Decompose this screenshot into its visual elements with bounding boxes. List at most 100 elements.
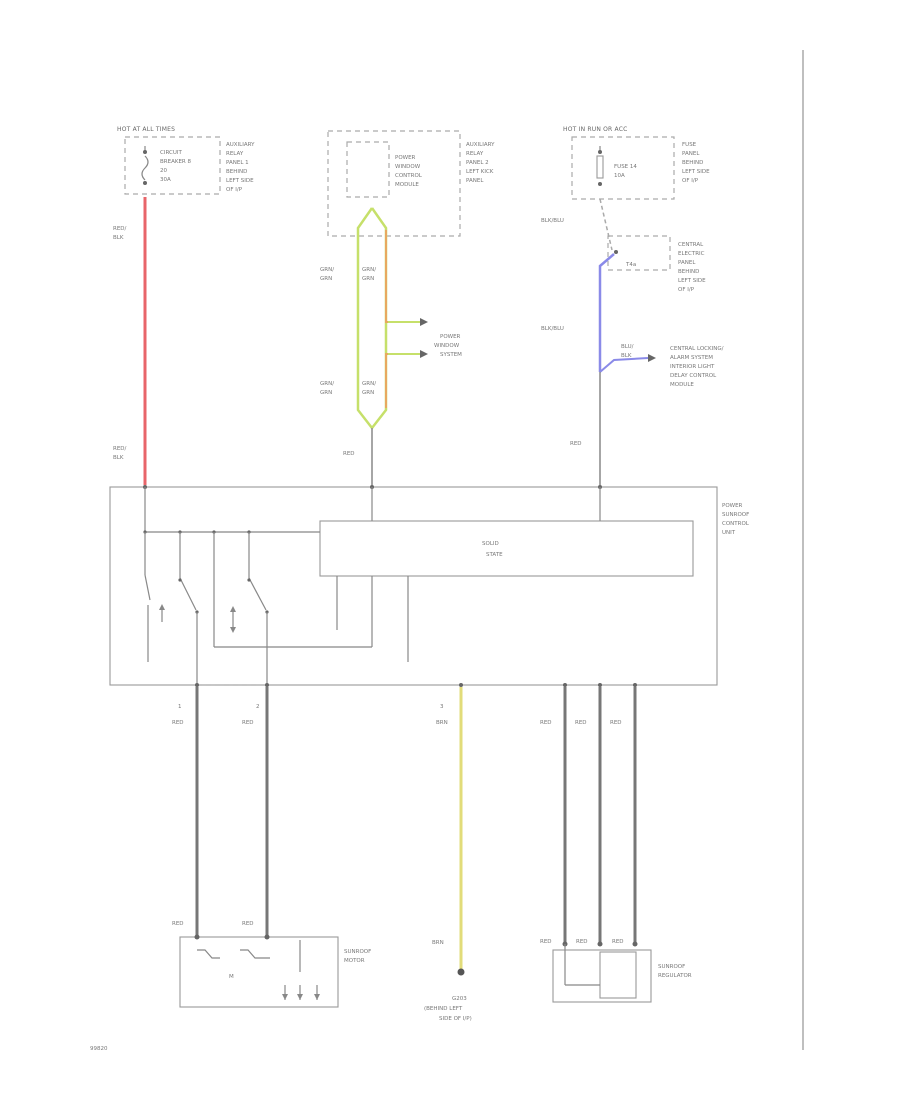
fuse-terminal-bottom — [598, 182, 602, 186]
lower-red-label-3: RED — [540, 720, 552, 726]
motor-m-label: M — [229, 974, 234, 980]
sunroof-motor-label-1: MOTOR — [344, 958, 365, 964]
regulator-internal-switch — [599, 951, 637, 999]
pin-3-dot — [459, 683, 463, 687]
orange-wire-lower — [385, 353, 420, 408]
blu-blk-wire — [599, 357, 649, 373]
blk-blu-wire — [598, 253, 615, 372]
regulator-red-label-3: RED — [612, 939, 624, 945]
pin-6-dot — [633, 683, 637, 687]
grn-label-4-0: GRN/ — [362, 381, 376, 387]
fuse-symbol — [596, 155, 604, 179]
fuse-panel-label-1: PANEL — [682, 151, 700, 157]
motor-switch-2 — [240, 949, 270, 959]
central-panel-label-0: CENTRAL — [678, 242, 704, 248]
solid-state-label-0: SOLID — [482, 541, 499, 547]
red-blk-label-top-1: BLK — [113, 235, 124, 241]
pin-4-dot — [563, 683, 567, 687]
ground-brn-label: BRN — [432, 940, 444, 946]
circuit-breaker-label-0: CIRCUIT — [160, 150, 182, 156]
central-panel-label-1: ELECTRIC — [678, 251, 705, 257]
lower-red-label-2: RED — [242, 720, 254, 726]
pw-system-label-0: POWER — [440, 334, 461, 340]
sunroof-motor-label-0: SUNROOF — [344, 949, 371, 955]
grn-label-3-1: GRN — [320, 390, 332, 396]
breaker-terminal-top — [143, 150, 147, 154]
regulator-terminal-2 — [597, 941, 603, 947]
red-right-label: RED — [570, 441, 582, 447]
regulator-label-1: REGULATOR — [658, 973, 692, 979]
pw-module-label-3: MODULE — [395, 182, 419, 188]
pin-1-label: 1 — [178, 704, 182, 710]
grn-wire-left — [356, 207, 374, 429]
pw-system-label-2: SYSTEM — [440, 352, 462, 358]
aux-relay-2-label-3: LEFT KICK — [466, 169, 494, 175]
pw-module-label-0: POWER — [395, 155, 416, 161]
grn-label-2-1: GRN — [362, 276, 374, 282]
fuse-panel-label-4: OF I/P — [682, 178, 699, 184]
aux-relay-1-label-2: PANEL 1 — [226, 160, 249, 166]
pin-2-dot — [265, 683, 269, 687]
blu-blk-label-1: BLK — [621, 353, 632, 359]
motor-red-label-1: RED — [172, 921, 184, 927]
ground-g203-icon — [457, 968, 465, 976]
fuse-panel-label-2: BEHIND — [682, 160, 703, 166]
central-locking-label-0: CENTRAL LOCKING/ — [670, 346, 724, 352]
switch-1-arrow-icon — [159, 604, 165, 610]
red-blk-label-bottom-0: RED/ — [113, 446, 127, 452]
blu-blk-label-0: BLU/ — [621, 344, 634, 350]
central-panel-label-2: PANEL — [678, 260, 696, 266]
blk-blu-wire-dashed — [599, 198, 613, 251]
central-locking-label-1: ALARM SYSTEM — [670, 355, 713, 361]
pw-module-label-1: WINDOW — [395, 164, 421, 170]
switch-4-blade — [248, 577, 267, 611]
switch-2-blade — [179, 577, 197, 611]
red-mid-label: RED — [343, 451, 355, 457]
pin-2-label: 2 — [256, 704, 260, 710]
solid-state-box — [319, 520, 694, 577]
aux-relay-1-label-4: LEFT SIDE — [226, 178, 254, 184]
hot-at-all-times-label: HOT AT ALL TIMES — [117, 126, 175, 133]
sunroof-control-unit-box — [109, 486, 718, 686]
lower-red-label-5: RED — [610, 720, 622, 726]
lower-brn-label: BRN — [436, 720, 448, 726]
central-panel-label-4: LEFT SIDE — [678, 278, 706, 284]
pw-module-label-2: CONTROL — [395, 173, 423, 179]
power-window-module-outline — [346, 141, 390, 198]
pw-system-arrow-upper — [420, 318, 428, 326]
control-unit-label-0: POWER — [722, 503, 743, 509]
pw-system-arrow-lower — [420, 350, 428, 358]
ground-label-1: (BEHIND LEFT — [424, 1006, 463, 1012]
fuse-panel-label-3: LEFT SIDE — [682, 169, 710, 175]
aux-relay-2-label-4: PANEL — [466, 178, 484, 184]
pin-5-dot — [598, 683, 602, 687]
aux-relay-1-label-5: OF I/P — [226, 187, 243, 193]
central-locking-label-3: DELAY CONTROL — [670, 373, 717, 379]
motor-red-label-2: RED — [242, 921, 254, 927]
circuit-breaker-label-3: 30A — [160, 177, 171, 183]
switch-1-blade — [144, 574, 151, 601]
motor-terminal-2 — [264, 934, 270, 940]
control-unit-label-3: UNIT — [722, 530, 736, 536]
hot-in-run-label: HOT IN RUN OR ACC — [563, 126, 628, 133]
grn-label-1-0: GRN/ — [320, 267, 334, 273]
aux-relay-panel-1-outline — [124, 136, 221, 195]
regulator-terminal-3 — [632, 941, 638, 947]
t4a-terminal — [614, 250, 618, 254]
grn-label-1-1: GRN — [320, 276, 332, 282]
control-unit-label-1: SUNROOF — [722, 512, 749, 518]
motor-terminal-1 — [194, 934, 200, 940]
solid-state-label-1: STATE — [486, 552, 503, 558]
central-locking-arrow — [648, 354, 656, 362]
lower-red-label-4: RED — [575, 720, 587, 726]
sunroof-regulator-box — [552, 949, 652, 1003]
blk-blu-label-top: BLK/BLU — [541, 218, 564, 224]
breaker-terminal-bottom — [143, 181, 147, 185]
ground-label-2: SIDE OF I/P) — [439, 1016, 472, 1022]
aux-relay-1-label-0: AUXILIARY — [226, 142, 255, 148]
fuse-panel-outline — [571, 136, 675, 200]
blk-blu-label-mid: BLK/BLU — [541, 326, 564, 332]
motor-limit-arrow-1-icon — [282, 994, 288, 1000]
lower-red-label-1: RED — [172, 720, 184, 726]
